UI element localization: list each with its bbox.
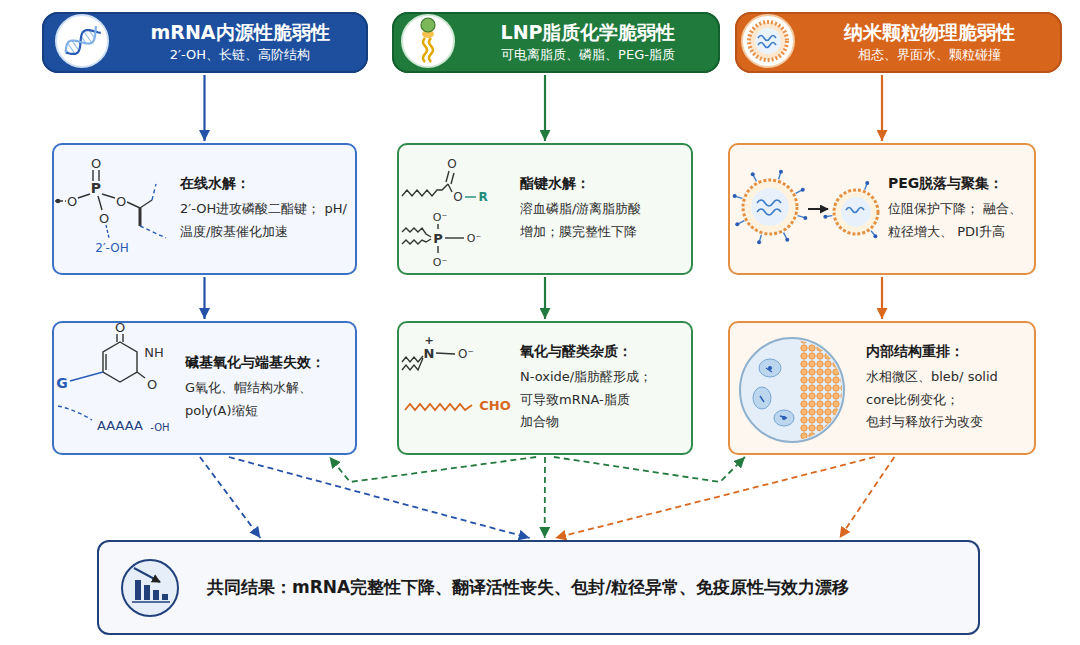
box-fill [52,143,357,275]
mechanism-box: PEG脱落与聚集： 位阻保护下降； 融合、粒径增大、 PDI升高 [728,143,1036,275]
flow-arrow [203,277,205,319]
box-fill [728,143,1036,275]
box-fill [392,12,720,73]
atom-label: CHO [479,399,510,412]
outcome-box: 共同结果：mRNA完整性下降、翻译活性丧失、包封/粒径异常、免疫原性与效力漂移 [97,540,980,635]
mechanism-box: 碱基氧化与端基失效： G氧化、帽结构水解、 poly(A)缩短 [52,321,357,455]
header-title: mRNA内源性脆弱性 [122,20,358,45]
box-fill [42,12,368,73]
box-body: 水相微区、bleb/ solid core比例变化； 包封与释放行为改变 [866,366,1026,434]
atom-label: P [433,232,443,245]
box-body: G氧化、帽结构水解、 poly(A)缩短 [185,377,347,423]
atom-label: O [67,195,77,208]
mechanism-box: 氧化与醛类杂质： N-oxide/脂肪醛形成； 可导致mRNA-脂质 加合物 [397,321,693,455]
atom-label: O⁻ [433,212,447,223]
box-heading: 内部结构重排： [866,342,1026,360]
atom-label: + [424,335,433,346]
flow-arrow [544,277,546,319]
mechanism-box: 酯键水解： 溶血磷脂/游离脂肪酸 增加；膜完整性下降 [397,143,693,275]
atom-label: O [453,191,462,203]
header-subtitle: 2′-OH、长链、高阶结构 [122,45,358,65]
dashed-arrow [200,457,260,538]
flow-arrow [544,75,546,141]
oxidation-structure [402,353,472,410]
header-subtitle: 可电离脂质、磷脂、PEG-脂质 [466,45,710,65]
box-heading: 在线水解： [180,174,347,192]
dna-helix [62,24,103,58]
box-body: 溶血磷脂/游离脂肪酸 增加；膜完整性下降 [520,198,683,244]
box-heading: 氧化与醛类杂质： [520,342,669,360]
internal-structure [740,336,850,446]
box-heading: 酯键水解： [520,174,683,192]
box-fill [52,321,357,455]
box-body: 2′-OH进攻磷酸二酯键； pH/温度/胺基催化加速 [180,198,347,244]
atom-label: 2′-OH [95,242,129,254]
dashed-arrow [554,457,745,482]
particle-icon [742,15,794,67]
flow-arrow [881,277,883,319]
atom-label: P [91,181,101,195]
lipid-icon [402,15,454,67]
atom-label: O⁻ [467,233,481,244]
box-heading: 碱基氧化与端基失效： [185,353,347,371]
flow-arrow [203,75,205,141]
dashed-arrow [555,457,875,538]
box-body: N-oxide/脂肪醛形成； 可导致mRNA-脂质 加合物 [520,366,669,434]
header-title: LNP脂质化学脆弱性 [466,20,710,45]
box-body: 位阻保护下降； 融合、粒径增大、 PDI升高 [888,198,1026,244]
atom-label: N [424,347,435,360]
box-heading: PEG脱落与聚集： [888,174,1026,192]
box-fill [397,143,693,275]
dashed-arrow [544,457,546,538]
header-title: 纳米颗粒物理脆弱性 [807,20,1052,45]
nanoparticle-intact [733,170,808,245]
atom-label: O [115,321,125,334]
category-header: LNP脂质化学脆弱性可电离脂质、磷脂、PEG-脂质 [392,12,720,73]
atom-label: AAAAA [97,419,143,432]
phosphodiester-structure [55,170,166,238]
decline-chart-icon [122,560,178,616]
box-fill [735,12,1062,73]
box-fill [728,321,1036,455]
base-ring [58,334,145,420]
category-header: mRNA内源性脆弱性2′-OH、长链、高阶结构 [42,12,368,73]
category-header: 纳米颗粒物理脆弱性相态、界面水、颗粒碰撞 [735,12,1062,73]
header-subtitle: 相态、界面水、颗粒碰撞 [807,45,1052,65]
lipid-symbol [421,18,435,62]
outcome-text: 共同结果：mRNA完整性下降、翻译活性丧失、包封/粒径异常、免疫原性与效力漂移 [207,576,968,599]
atom-label: NH [144,346,164,359]
nanoparticle-aggregated [823,181,878,238]
dashed-arrow [229,457,530,538]
atom-label: R [478,191,487,203]
atom-label: O [91,157,101,170]
atom-label: G [56,376,68,390]
atom-label: O⁻ [433,257,447,268]
ester-structure [402,171,476,253]
atom-label: O [116,195,126,208]
dashed-arrow [840,457,895,538]
atom-label: O [99,212,109,225]
atom-label: O [147,378,157,391]
atom-label: O [447,158,456,170]
atom-label: O⁻ [458,348,474,360]
particle-symbol [749,22,787,60]
dashed-arrow [330,457,537,482]
flow-arrow [881,75,883,141]
dna-icon [56,15,108,67]
change-arrow [808,208,828,210]
box-fill [97,540,980,635]
box-fill [397,321,693,455]
mechanism-box: 内部结构重排： 水相微区、bleb/ solid core比例变化； 包封与释放行… [728,321,1036,455]
atom-label: -OH [150,423,169,433]
